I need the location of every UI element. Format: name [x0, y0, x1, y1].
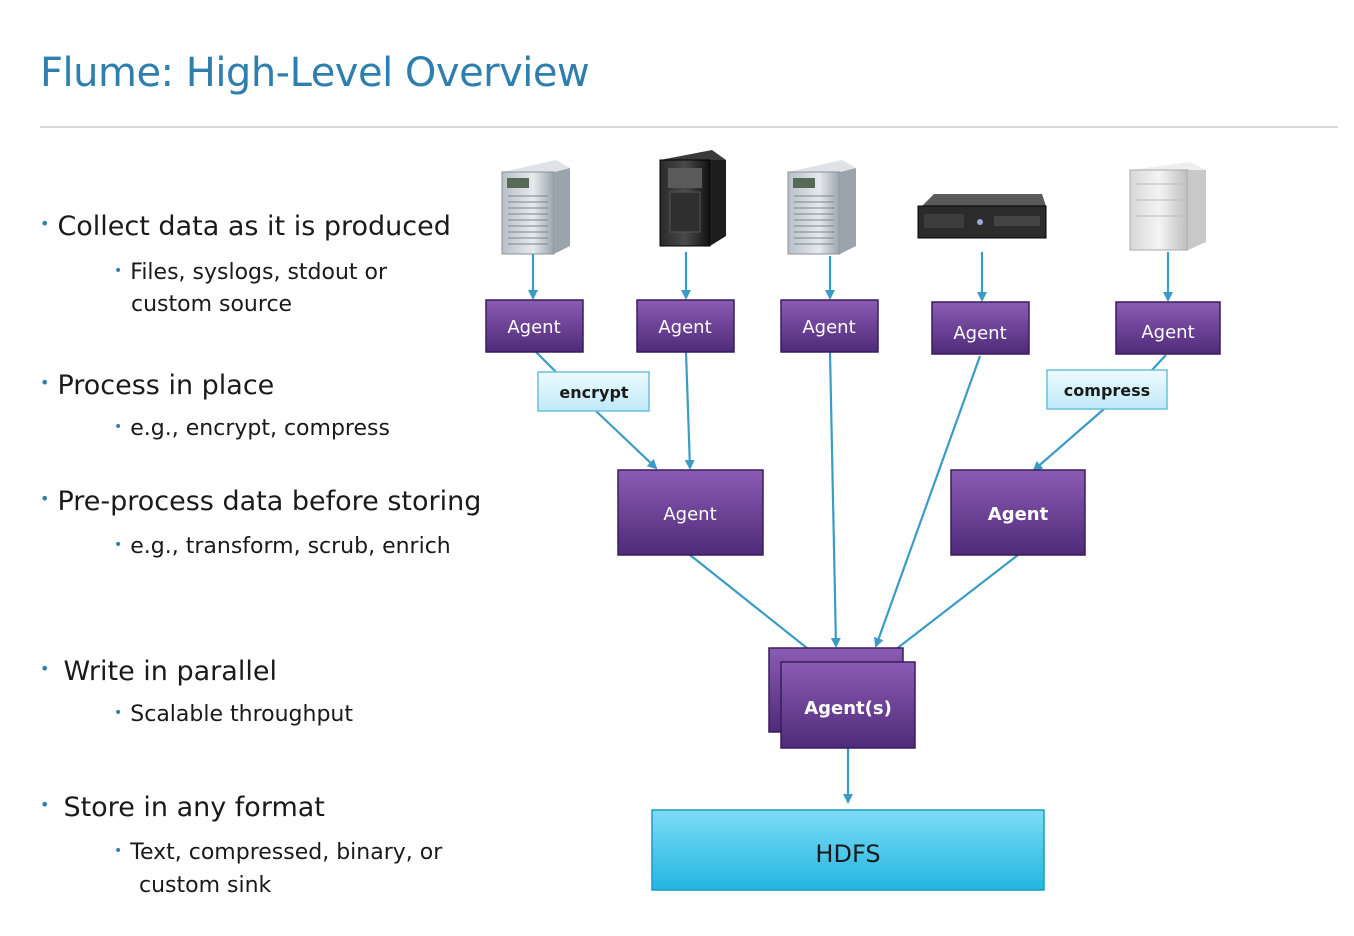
sub-bullet-write: •Scalable throughput [114, 702, 353, 727]
agent-label: Agent [988, 504, 1049, 525]
rack-server-icon [917, 194, 1047, 239]
compress-box: compress [1046, 369, 1168, 410]
agent-box: Agent [950, 469, 1086, 556]
hdfs-box: HDFS [651, 809, 1045, 891]
agent-box: Agent [485, 299, 584, 353]
sub-bullet-store: •Text, compressed, binary, or [114, 840, 443, 865]
sub-bullet-text: e.g., transform, scrub, enrich [130, 534, 451, 559]
bullet-text: Process in place [57, 370, 275, 401]
agent-label: Agent [953, 323, 1006, 344]
agent-box: Agent [780, 299, 879, 353]
sub-bullet-sources: •Files, syslogs, stdout or [114, 260, 388, 285]
sub-bullet-text: Scalable throughput [130, 702, 353, 727]
bullet-list: •Collect data as it is produced •Files, … [0, 0, 482, 936]
server-tower-icon [501, 160, 570, 255]
bullet-text: Collect data as it is produced [57, 211, 451, 242]
agent-label: Agent [663, 504, 716, 525]
bullet-text: Write in parallel [63, 656, 277, 687]
agent-label: Agent [658, 317, 711, 338]
agents-stack: Agent(s) [768, 647, 916, 749]
bullet-process: •Process in place [40, 370, 275, 401]
agent-box: Agent [1115, 301, 1221, 355]
compress-label: compress [1064, 381, 1150, 400]
title-divider [40, 126, 1338, 128]
silver-tower-icon [1129, 162, 1206, 251]
sub-bullet-text: custom source [131, 292, 293, 317]
sub-bullet-process: •e.g., encrypt, compress [114, 416, 390, 441]
sub-bullet-text: Files, syslogs, stdout or [130, 260, 388, 285]
bullet-text: Store in any format [63, 792, 325, 823]
sub-bullet-text: custom sink [139, 873, 272, 898]
sub-bullet-store-cont: custom sink [139, 870, 271, 902]
agent-box: Agent [636, 299, 735, 353]
agents-label: Agent(s) [804, 698, 892, 719]
sub-bullet-sources-cont: custom source [131, 289, 292, 321]
sub-bullet-text: e.g., encrypt, compress [130, 416, 390, 441]
agent-label: Agent [507, 317, 560, 338]
bullet-text: Pre-process data before storing [57, 486, 482, 517]
bullet-collect: •Collect data as it is produced [40, 211, 451, 242]
sub-bullet-text: Text, compressed, binary, or [130, 840, 443, 865]
page-title: Flume: High-Level Overview [40, 50, 590, 96]
sub-bullet-preprocess: •e.g., transform, scrub, enrich [114, 534, 451, 559]
agent-box: Agent [931, 301, 1030, 355]
bullet-preprocess: •Pre-process data before storing [40, 486, 482, 517]
hdfs-label: HDFS [815, 840, 880, 868]
bullet-write: •Write in parallel [40, 656, 277, 687]
agent-box: Agent [617, 469, 764, 556]
encrypt-box: encrypt [537, 371, 650, 412]
agent-label: Agent [802, 317, 855, 338]
connector-arrows [528, 252, 1173, 804]
dark-tower-icon [659, 150, 726, 247]
server-tower-icon [787, 160, 856, 255]
agent-label: Agent [1141, 322, 1194, 343]
encrypt-label: encrypt [559, 383, 629, 402]
bullet-store: •Store in any format [40, 792, 325, 823]
